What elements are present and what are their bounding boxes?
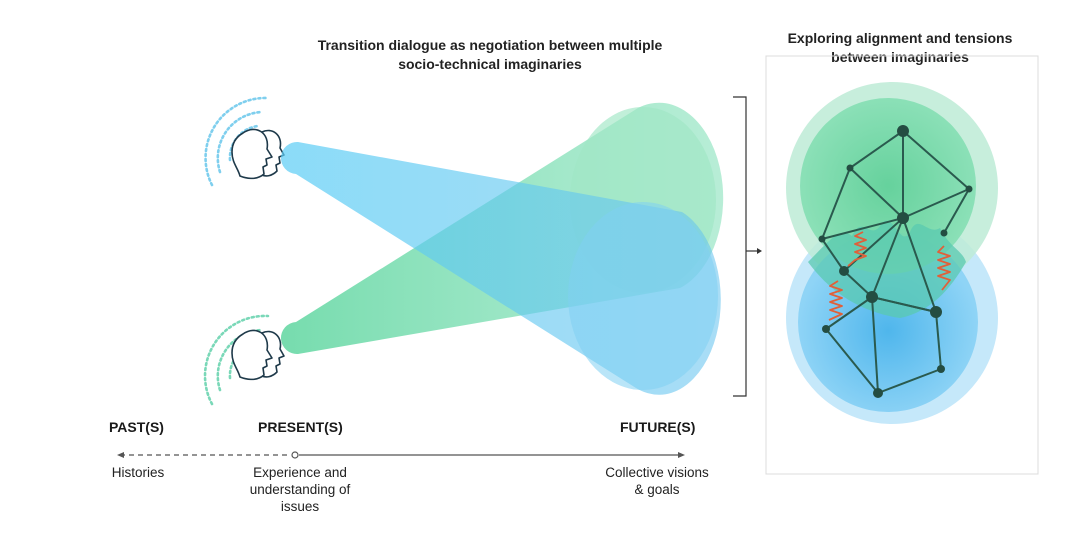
past-desc-line-1: Histories (111, 465, 165, 480)
present-desc-line-3: issues (280, 499, 320, 514)
diagram-title-line-2: socio-technical imaginaries (398, 56, 582, 72)
arrow-right-icon (746, 248, 762, 254)
future-desc-line-1: Collective visions (605, 465, 709, 480)
panel-title-line-2: between imaginaries (831, 49, 969, 65)
future-heading: FUTURE(S) (620, 419, 696, 435)
panel-box (765, 55, 1039, 475)
people-group-icon-top (231, 128, 285, 180)
past-heading: PAST(S) (109, 419, 164, 435)
bracket (733, 96, 747, 397)
future-description: Collective visions & goals (582, 464, 732, 498)
present-description: Experience and understanding of issues (240, 464, 360, 515)
present-heading: PRESENT(S) (258, 419, 343, 435)
network-edges (821, 130, 970, 394)
present-desc-line-2: understanding of (249, 482, 351, 497)
diagram-title: Transition dialogue as negotiation betwe… (280, 36, 700, 74)
tension-springs (828, 231, 951, 321)
timeline-axis (117, 451, 685, 459)
panel-title-line-1: Exploring alignment and tensions (787, 30, 1013, 46)
network-nodes (818, 125, 973, 398)
present-desc-line-1: Experience and (253, 465, 347, 480)
imaginaries-overlap (786, 82, 998, 424)
blue-imaginary-cone (280, 141, 721, 395)
diagram-title-line-1: Transition dialogue as negotiation betwe… (317, 37, 663, 53)
panel-title: Exploring alignment and tensions between… (760, 29, 1040, 67)
people-group-icon-bottom (231, 329, 285, 381)
future-desc-line-2: & goals (634, 482, 680, 497)
past-description: Histories (88, 464, 188, 481)
